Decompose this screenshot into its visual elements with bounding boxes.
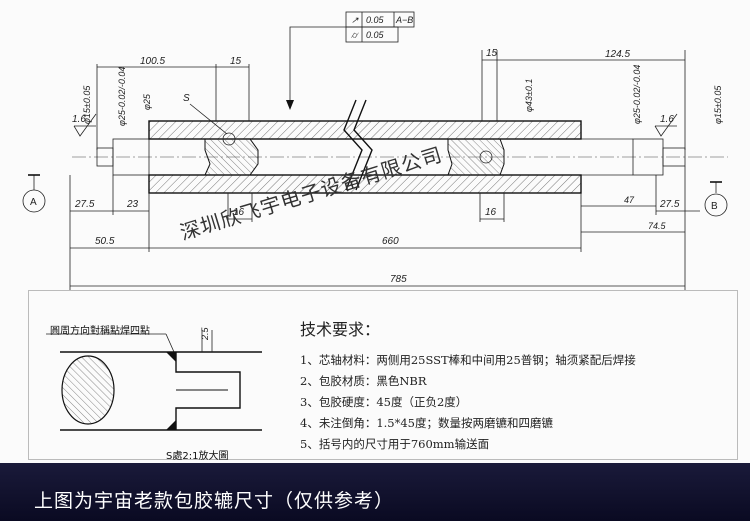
dim-phi25-right: φ25-0.02/-0.04 — [632, 65, 642, 124]
tech-item: 1、芯轴材料：两侧用25SST棒和中间用25普钢；轴须紧配后焊接 — [300, 353, 636, 367]
dim-15-right: 15 — [486, 48, 498, 59]
right-hub — [447, 138, 505, 176]
dim-124-5: 124.5 — [605, 49, 630, 60]
s-label: S — [183, 93, 190, 104]
left-shaft — [112, 138, 150, 176]
datum-b-circle — [704, 193, 728, 217]
dim-74-5: 74.5 — [648, 221, 667, 231]
dim-27-5-right: 27.5 — [659, 199, 680, 210]
roughness-right: 1.6 — [654, 113, 678, 137]
caption-banner — [0, 463, 750, 521]
tech-item: 2、包胶材质：黑色NBR — [300, 374, 427, 388]
dim-785: 785 — [390, 274, 407, 285]
detail-dim: 2.5 — [200, 326, 210, 341]
datum-b: B — [711, 201, 718, 212]
banner-text: 上图为宇宙老款包胶辘尺寸（仅供参考） — [34, 490, 395, 512]
detail-caption: S處2:1放大圖 — [166, 451, 229, 462]
tech-requirements: 技术要求： 1、芯轴材料：两侧用25SST棒和中间用25普钢；轴须紧配后焊接 2… — [278, 316, 738, 455]
cylindricity-value: 0.05 — [366, 30, 385, 40]
left-hub — [204, 138, 259, 176]
rubber-bottom — [148, 174, 582, 194]
dim-16-right: 16 — [485, 207, 497, 218]
tolerance-frame: ↗ ⌭ 0.05 A−B 0.05 — [286, 11, 415, 110]
dim-phi43: φ43±0.1 — [524, 79, 534, 112]
weld-detail-circle — [222, 132, 236, 146]
dim-50-5: 50.5 — [95, 236, 115, 247]
svg-text:1.6: 1.6 — [660, 114, 674, 125]
lower-frame — [28, 290, 738, 460]
detail-title: 圓周方向對稱點焊四點 — [50, 326, 150, 337]
datum-a-circle — [22, 189, 46, 213]
right-journal — [662, 147, 686, 167]
dim-47: 47 — [624, 195, 635, 205]
rubber-top — [148, 120, 582, 140]
dim-phi15-right: φ15±0.05 — [713, 85, 723, 124]
runout-symbol: ↗ — [351, 15, 359, 25]
runout-value: 0.05 — [366, 15, 385, 25]
detail-s-view: 2.5 — [46, 326, 262, 431]
datum-ref: A−B — [395, 15, 413, 25]
svg-text:1.6: 1.6 — [72, 114, 86, 125]
tech-item: 5、括号内的尺寸用于760mm输送面 — [300, 437, 490, 451]
break-line — [343, 99, 363, 191]
roughness-left: 1.6 — [72, 113, 97, 137]
dim-23: 23 — [126, 199, 139, 210]
dim-phi25-left: φ25-0.02/-0.04 — [117, 67, 127, 126]
dim-15-left: 15 — [230, 56, 242, 67]
dim-phi25: φ25 — [142, 93, 152, 110]
tech-item: 3、包胶硬度：45度（正负2度） — [300, 395, 468, 409]
tech-item: 4、未注倒角：1.5*45度；数量按两磨镳和四磨镳 — [300, 416, 553, 430]
datum-a: A — [30, 197, 37, 208]
tech-title: 技术要求： — [300, 320, 381, 339]
cylindricity-symbol: ⌭ — [351, 30, 359, 40]
dim-phi15-left: φ15±0.05 — [82, 85, 92, 124]
dim-27-5-left: 27.5 — [74, 199, 95, 210]
dim-660: 660 — [382, 236, 399, 247]
dim-16-left: 16 — [233, 207, 245, 218]
dim-100-5: 100.5 — [140, 56, 165, 67]
